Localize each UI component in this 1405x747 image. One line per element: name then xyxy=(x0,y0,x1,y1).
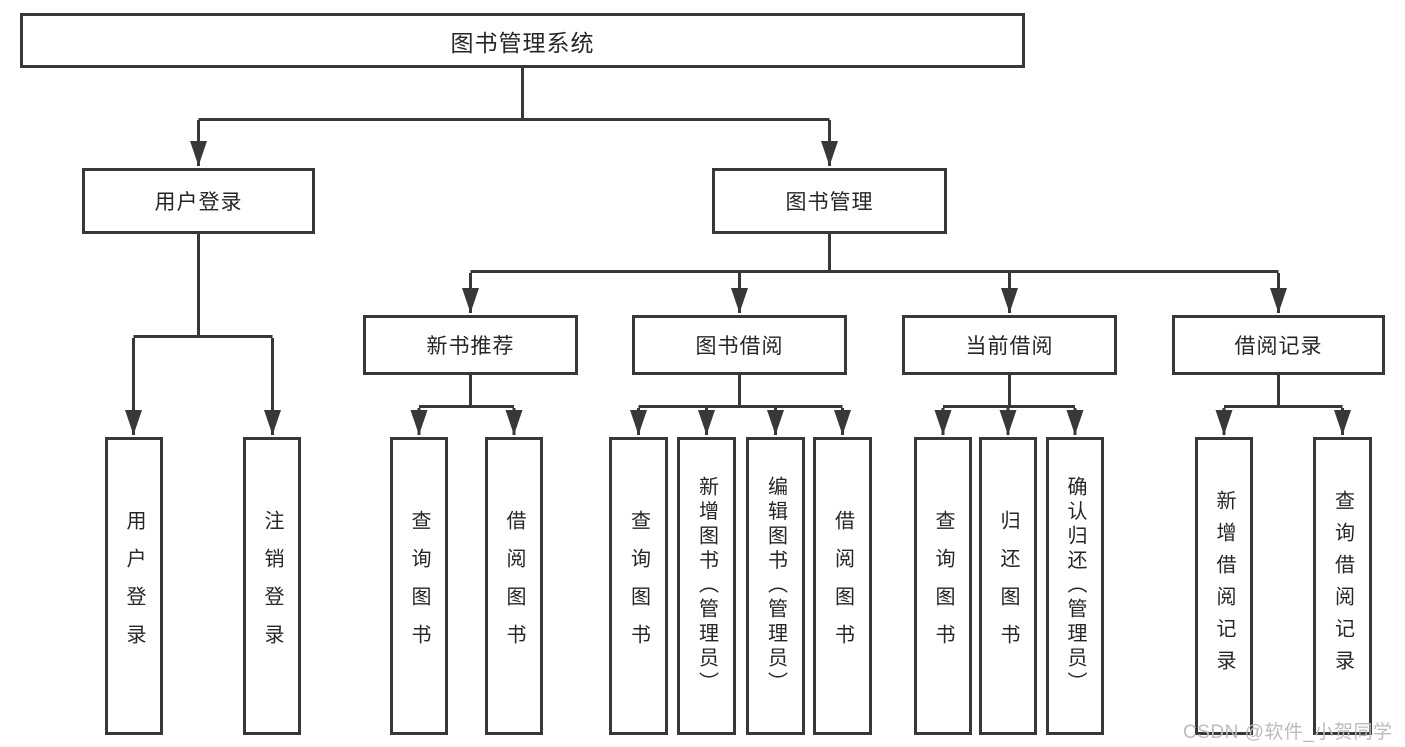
leaf-user-login: 用户登录 xyxy=(105,437,163,735)
node-root-label: 图书管理系统 xyxy=(450,29,595,56)
leaf-borrow-borrow-books-label: 借阅图书 xyxy=(831,510,854,662)
node-current-borrow: 当前借阅 xyxy=(902,315,1117,375)
leaf-records-add-record: 新增借阅记录 xyxy=(1195,437,1253,735)
node-borrow-records: 借阅记录 xyxy=(1172,315,1385,375)
leaf-newrec-borrow-books-label: 借阅图书 xyxy=(503,510,525,662)
node-book-mgmt-label: 图书管理 xyxy=(785,191,874,214)
node-user-login-label: 用户登录 xyxy=(154,191,243,214)
leaf-borrow-query-books: 查询图书 xyxy=(609,437,668,735)
leaf-records-add-record-label: 新增借阅记录 xyxy=(1213,490,1235,682)
leaf-logout: 注销登录 xyxy=(243,437,301,735)
node-borrow-records-label: 借阅记录 xyxy=(1234,335,1323,358)
csdn-watermark: CSDN @软件_小贺同学 xyxy=(1183,722,1393,743)
leaf-current-return-books: 归还图书 xyxy=(979,437,1037,735)
leaf-newrec-query-books-label: 查询图书 xyxy=(408,510,430,662)
node-current-borrow-label: 当前借阅 xyxy=(965,335,1054,358)
node-book-borrow-label: 图书借阅 xyxy=(695,335,784,358)
leaf-newrec-query-books: 查询图书 xyxy=(390,437,448,735)
node-new-book-rec: 新书推荐 xyxy=(363,315,578,375)
leaf-current-query-books: 查询图书 xyxy=(914,437,972,735)
leaf-user-login-label: 用户登录 xyxy=(123,510,145,662)
leaf-borrow-edit-books-admin: 编辑图书（管理员） xyxy=(746,437,805,735)
leaf-borrow-add-books-admin: 新增图书（管理员） xyxy=(677,437,736,735)
node-new-book-rec-label: 新书推荐 xyxy=(426,335,515,358)
node-user-login: 用户登录 xyxy=(82,168,315,234)
node-root: 图书管理系统 xyxy=(20,13,1025,68)
leaf-borrow-edit-books-admin-label: 编辑图书（管理员） xyxy=(764,476,787,696)
leaf-current-return-books-label: 归还图书 xyxy=(997,510,1019,662)
leaf-logout-label: 注销登录 xyxy=(261,510,283,662)
leaf-current-confirm-return-admin: 确认归还（管理员） xyxy=(1046,437,1104,735)
node-book-borrow: 图书借阅 xyxy=(632,315,847,375)
leaf-records-query-record-label: 查询借阅记录 xyxy=(1331,490,1354,682)
leaf-borrow-add-books-admin-label: 新增图书（管理员） xyxy=(695,476,718,696)
leaf-current-confirm-return-admin-label: 确认归还（管理员） xyxy=(1064,476,1086,696)
leaf-borrow-query-books-label: 查询图书 xyxy=(627,510,650,662)
leaf-borrow-borrow-books: 借阅图书 xyxy=(813,437,872,735)
connector-skeleton xyxy=(133,68,1343,408)
node-book-mgmt: 图书管理 xyxy=(712,168,947,234)
leaf-current-query-books-label: 查询图书 xyxy=(932,510,954,662)
leaf-newrec-borrow-books: 借阅图书 xyxy=(485,437,543,735)
leaf-records-query-record: 查询借阅记录 xyxy=(1313,437,1372,735)
